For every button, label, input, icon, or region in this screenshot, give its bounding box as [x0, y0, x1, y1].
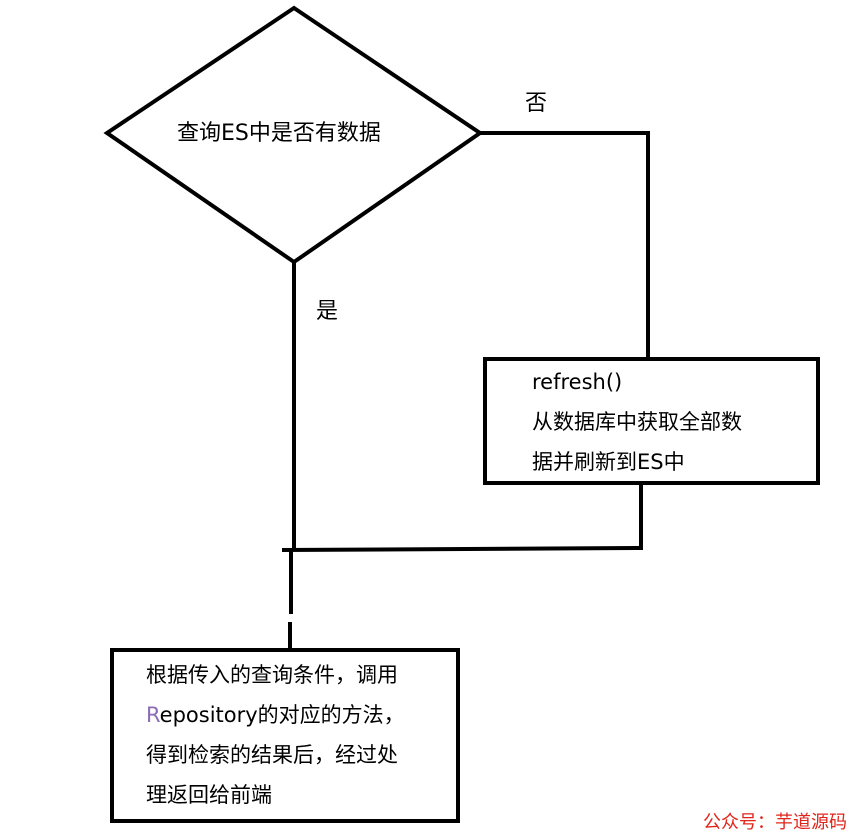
query-line-1: 根据传入的查询条件，调用	[146, 663, 398, 687]
query-line-4: 理返回给前端	[146, 783, 272, 807]
decision-text: 查询ES中是否有数据	[177, 121, 381, 146]
refresh-return-connector	[281, 483, 643, 552]
refresh-line-1: refresh()	[532, 370, 623, 394]
no-branch-label: 否	[525, 91, 548, 116]
refresh-box-text: refresh() 从数据库中获取全部数 据并刷新到ES中	[532, 362, 742, 482]
yes-branch-label: 是	[316, 299, 339, 324]
query-line-2: Repository的对应的方法，	[146, 695, 405, 735]
query-process-box	[110, 648, 460, 823]
no-branch-connector	[480, 131, 650, 357]
watermark: 公众号：芋道源码	[703, 812, 847, 833]
query-line-2-rest: epository的对应的方法，	[159, 703, 405, 727]
query-box-text: 根据传入的查询条件，调用 Repository的对应的方法， 得到检索的结果后，…	[146, 655, 405, 815]
refresh-line-3: 据并刷新到ES中	[532, 450, 685, 474]
refresh-line-2: 从数据库中获取全部数	[532, 410, 742, 434]
query-line-3: 得到检索的结果后，经过处	[146, 743, 398, 767]
query-line-2-accent: R	[146, 703, 160, 727]
refresh-process-box	[483, 357, 820, 485]
